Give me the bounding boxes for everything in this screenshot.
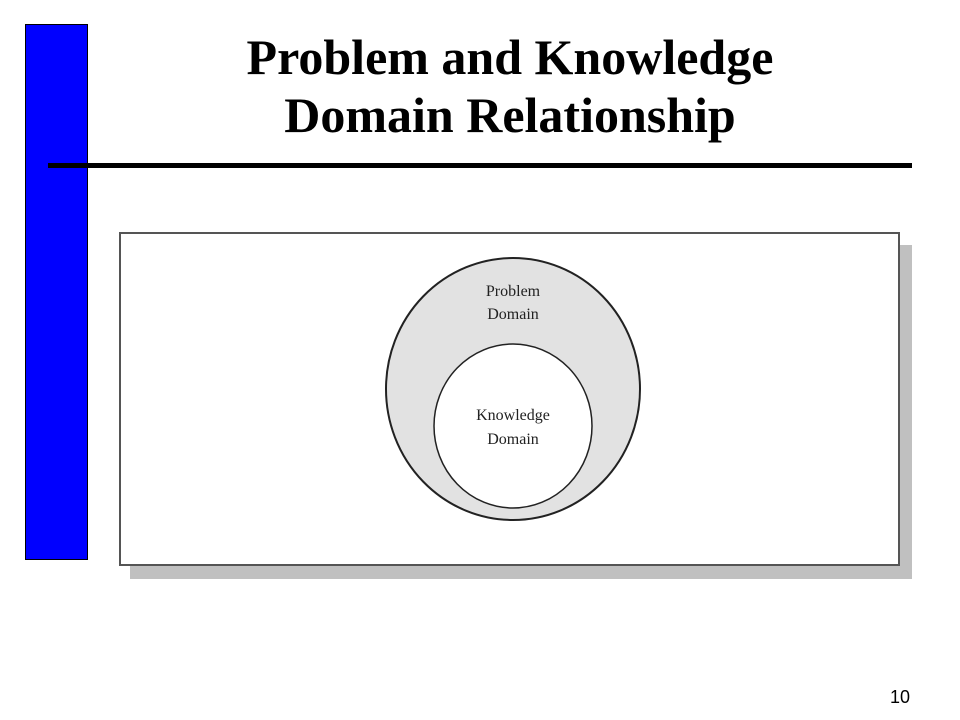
slide-title-line-2: Domain Relationship [284,87,736,143]
knowledge-domain-circle [433,343,593,509]
problem-domain-label-line-2: Domain [487,306,539,323]
knowledge-domain-label-line-1: Knowledge [476,407,550,424]
diagram-frame: Problem Domain Knowledge Domain [119,232,900,566]
accent-bar [25,24,88,560]
knowledge-domain-label-line-2: Domain [487,431,539,448]
slide-title-line-1: Problem and Knowledge [246,29,774,85]
problem-domain-label-line-1: Problem [486,283,541,300]
domain-diagram: Problem Domain Knowledge Domain [385,257,641,521]
slide-title: Problem and Knowledge Domain Relationshi… [100,28,920,144]
page-number: 10 [889,687,910,707]
title-underline [48,163,912,168]
